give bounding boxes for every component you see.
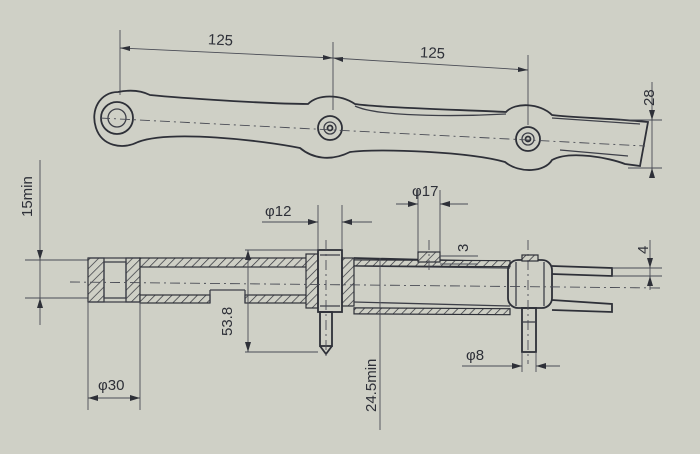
middle-eye-hole [323, 121, 337, 135]
link-plate-outline [93, 89, 650, 171]
right-eye-boss [515, 126, 541, 152]
dim-pitch-left: 125 [208, 31, 234, 49]
dim-pitch-right: 125 [420, 44, 446, 62]
dim-bush-dia: φ30 [98, 377, 124, 394]
dim-offset: 4 [635, 246, 652, 254]
dim-min-span: 24.5min [363, 359, 380, 412]
dim-inner-width: 53.8 [219, 307, 236, 336]
section-view: 15min φ12 [19, 160, 662, 430]
dim-plate-height: 28 [641, 89, 658, 106]
dim-plate-thickness: 3 [455, 244, 472, 252]
dim-small-pin-dia: φ8 [466, 347, 484, 364]
dim-pin-dia: φ12 [265, 203, 291, 220]
middle-eye-boss [317, 115, 343, 141]
dim-min-gap: 15min [19, 176, 36, 217]
top-view: 125 125 28 [93, 30, 662, 178]
right-eye-hole [521, 132, 535, 146]
lower-plate-section [139, 294, 211, 304]
dim-roller-dia: φ17 [412, 183, 438, 200]
upper-plate-section [139, 257, 309, 268]
